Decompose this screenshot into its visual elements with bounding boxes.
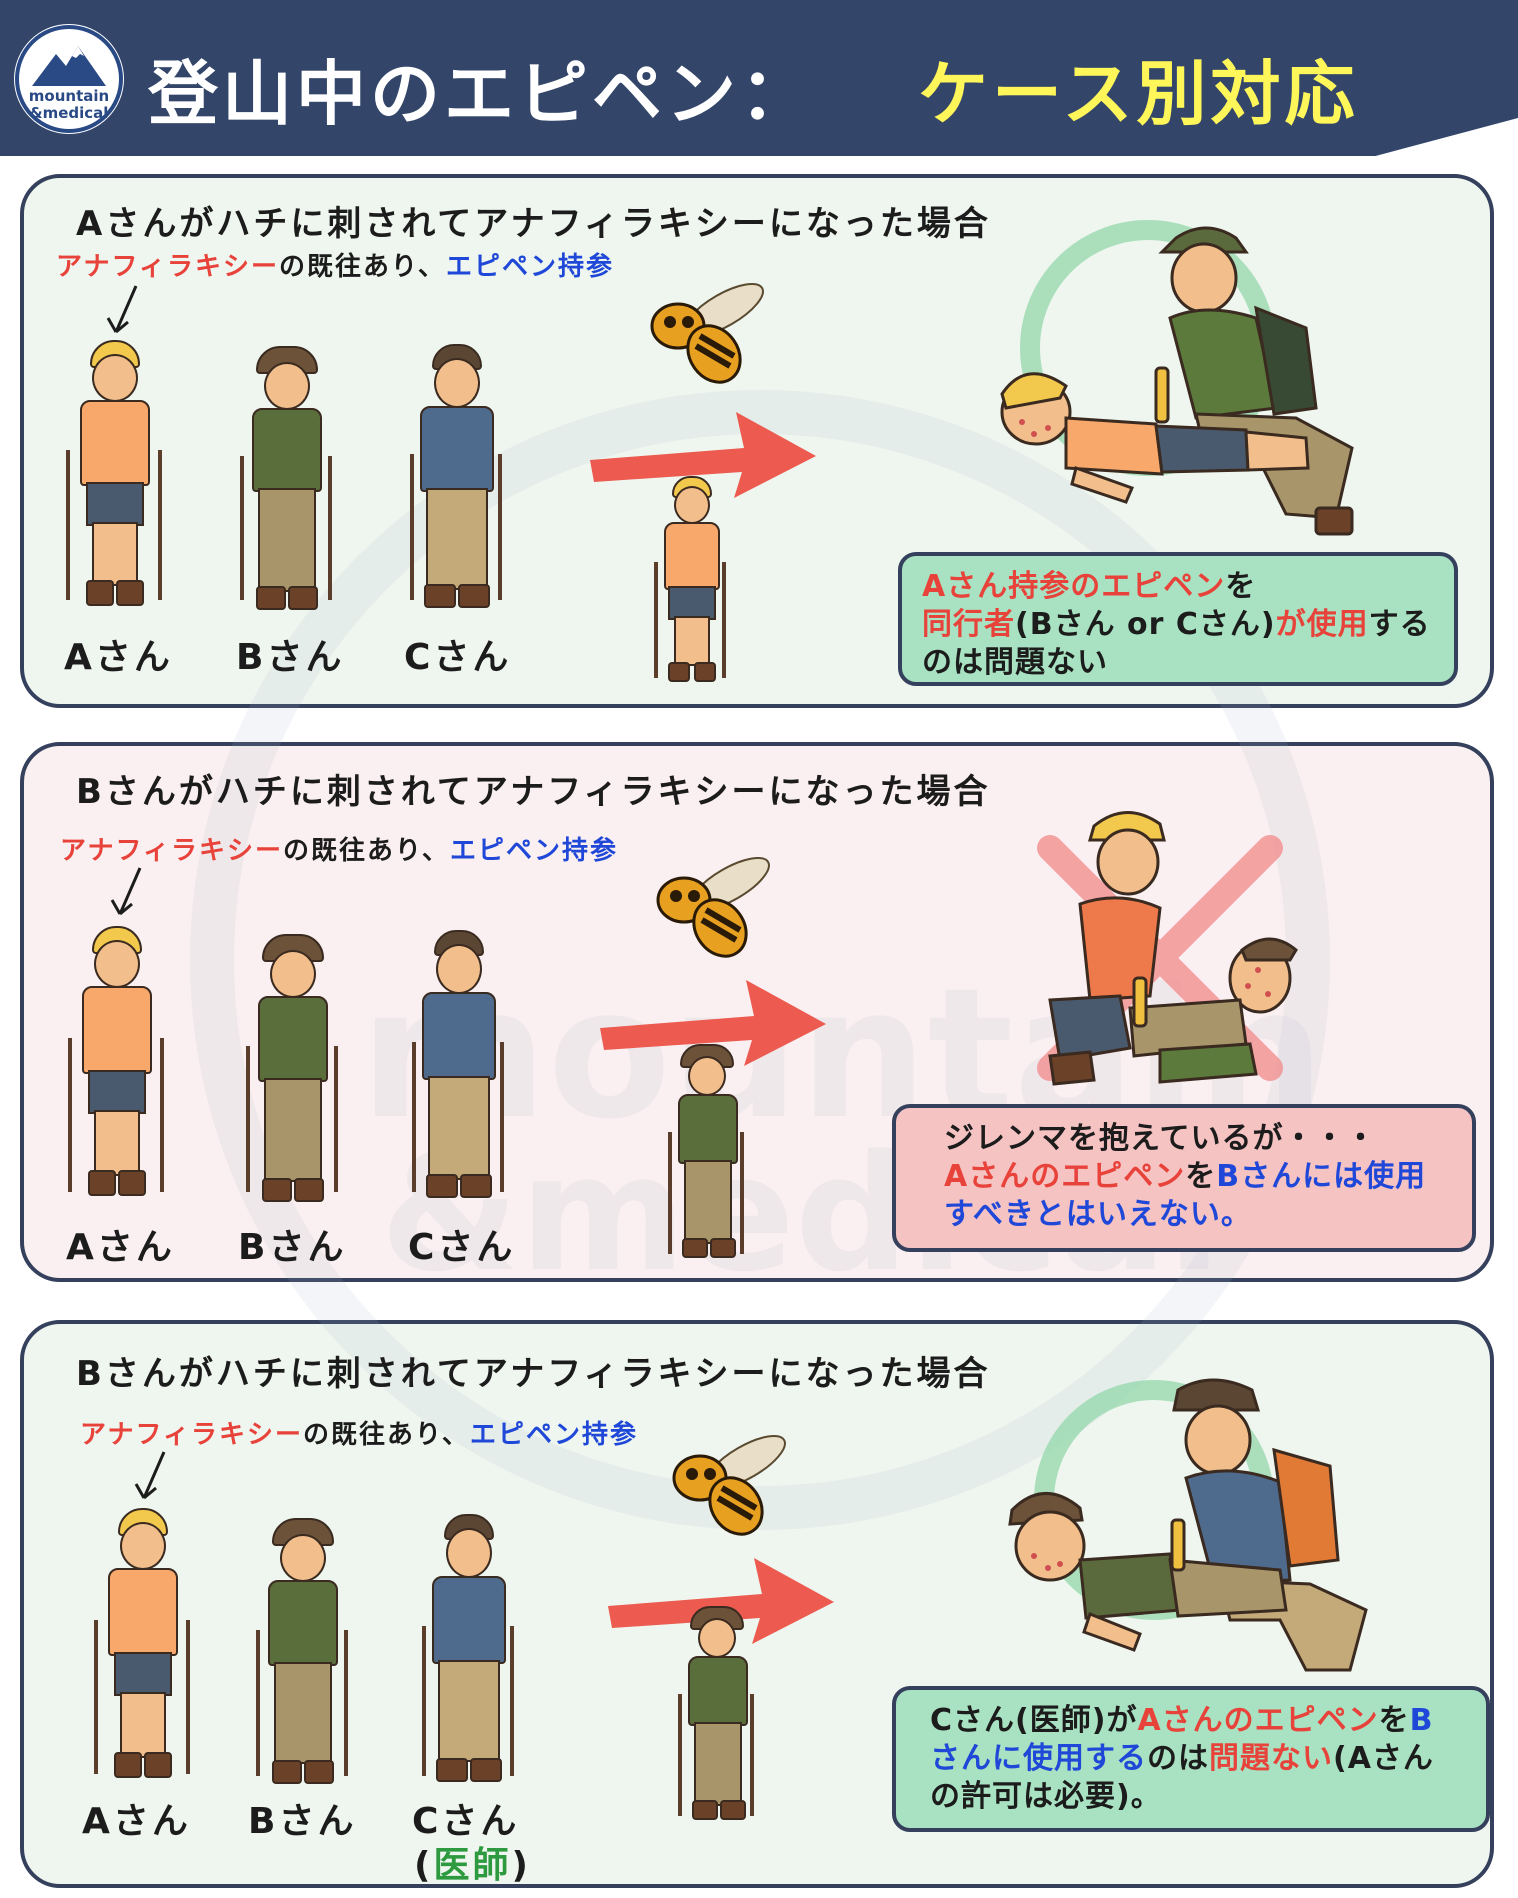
case-1-label-c: Cさん — [404, 637, 512, 678]
hornet-icon — [672, 1435, 786, 1536]
case-1-history: アナフィラキシーの既往あり、エピペン持参 — [56, 246, 614, 283]
case-1-callout-wo: を — [1225, 569, 1257, 604]
stung-hiker-a — [650, 476, 730, 682]
pointer-arrow-icon — [106, 285, 138, 334]
case-1-callout: Aさん持参のエピペンを 同行者(Bさん or Cさん)が使用する のは問題ない — [898, 552, 1458, 686]
pointer-arrow-icon — [134, 1451, 166, 1500]
case-3-callout-no-problem: 問題ない — [1209, 1741, 1333, 1776]
header-corner-cut — [1368, 118, 1518, 158]
case-3-history-anaphylaxis: アナフィラキシー — [80, 1420, 303, 1450]
case-2-history-epipen: エピペン持参 — [449, 836, 618, 866]
case-1-callout-use: が使用 — [1275, 607, 1369, 642]
case-2-callout-use: Bさんには使用 — [1216, 1159, 1427, 1194]
stung-hiker-b — [664, 1044, 748, 1258]
hiker-a — [60, 926, 172, 1202]
case-1-label-b: Bさん — [236, 637, 345, 678]
hornet-icon — [650, 283, 764, 384]
case-2-history-anaphylaxis: アナフィラキシー — [60, 836, 283, 866]
page-subtitle: ケース別対応 — [918, 53, 1359, 135]
case-1-heading: Aさんがハチに刺されてアナフィラキシーになった場合 — [76, 204, 991, 244]
case-2-history: アナフィラキシーの既往あり、エピペン持参 — [60, 830, 618, 867]
arrow-icon — [590, 412, 816, 498]
case-2-callout-dilemma: ジレンマを抱えているが・・・ — [944, 1121, 1377, 1156]
case-3-callout-noha: のは — [1147, 1741, 1209, 1776]
stung-hiker-b — [674, 1606, 758, 1820]
case-1-label-a: Aさん — [64, 637, 173, 678]
case-2-callout-wo: を — [1185, 1159, 1217, 1194]
case-3-callout-epipen: Aさんのエピペン — [1137, 1703, 1379, 1738]
header-bar: mountain &medical 登山中のエピペン： ケース別対応 — [0, 0, 1518, 156]
epipen-icon — [1132, 976, 1148, 1028]
mountain-logo-icon: mountain &medical — [14, 24, 124, 134]
case-2-callout-conclusion: すべきとはいえない。 — [944, 1197, 1252, 1232]
case-3-history-mid: の既往あり、 — [302, 1420, 470, 1450]
case-3-scene-illustration — [1008, 1378, 1368, 1672]
case-3-callout-a: (Aさん — [1333, 1741, 1434, 1776]
hiker-c-doctor — [414, 1514, 522, 1784]
case-3-label-b: Bさん — [248, 1801, 357, 1842]
case-1-scene-illustration — [1000, 220, 1354, 536]
epipen-icon — [1154, 366, 1170, 424]
case-1-callout-bc: (Bさん or Cさん) — [1015, 607, 1276, 642]
case-1-callout-companion: 同行者 — [922, 607, 1015, 642]
hiker-c — [402, 344, 510, 610]
mountain-logo-graphic — [15, 25, 123, 133]
case-3-label-a: Aさん — [82, 1801, 191, 1842]
case-3-doctor-label: (医師) — [414, 1845, 531, 1886]
case-3-callout-permission: の許可は必要)。 — [930, 1779, 1162, 1814]
hiker-a — [58, 340, 170, 610]
case-1-callout-conclusion: のは問題ない — [922, 645, 1108, 680]
logo-text-line1: mountain — [28, 87, 110, 105]
case-1-callout-suru: する — [1368, 607, 1431, 642]
case-3-callout: Cさん(医師)がAさんのエピペンをB さんに使用するのは問題ない(Aさん の許可… — [892, 1686, 1490, 1832]
case-2-heading: Bさんがハチに刺されてアナフィラキシーになった場合 — [76, 772, 991, 812]
case-2-callout: ジレンマを抱えているが・・・ AさんのエピペンをBさんには使用 すべきとはいえな… — [892, 1104, 1476, 1252]
case-1-history-epipen: エピペン持参 — [445, 252, 614, 282]
hiker-c — [404, 930, 512, 1202]
case-3-callout-doctor: Cさん(医師)が — [930, 1703, 1138, 1738]
case-3-label-c: Cさん — [412, 1801, 520, 1842]
hiker-a — [86, 1508, 198, 1784]
case-1-callout-epipen: Aさん持参のエピペン — [922, 569, 1226, 604]
case-1-history-mid: の既往あり、 — [278, 252, 446, 282]
case-3-history: アナフィラキシーの既往あり、エピペン持参 — [80, 1414, 638, 1451]
case-3-heading: Bさんがハチに刺されてアナフィラキシーになった場合 — [76, 1354, 991, 1394]
case-3-callout-wo: を — [1378, 1703, 1410, 1738]
hiker-b — [248, 1518, 356, 1784]
epipen-icon — [1170, 1518, 1186, 1572]
pointer-arrow-icon — [110, 867, 142, 916]
hiker-b — [232, 346, 340, 610]
case-2-history-mid: の既往あり、 — [282, 836, 450, 866]
case-1-history-anaphylaxis: アナフィラキシー — [56, 252, 279, 282]
hornet-icon — [656, 857, 770, 958]
page-title: 登山中のエピペン： — [148, 53, 814, 135]
case-2-scene-illustration — [1037, 811, 1298, 1086]
case-2-label-a: Aさん — [66, 1227, 175, 1268]
case-3-doctor-text: 医師 — [433, 1845, 512, 1886]
case-3-history-epipen: エピペン持参 — [469, 1420, 638, 1450]
arrow-icon — [600, 980, 826, 1066]
arrow-icon — [608, 1558, 834, 1644]
logo-text-line2: &medical — [29, 104, 109, 122]
case-2-callout-epipen: Aさんのエピペン — [944, 1159, 1186, 1194]
case-2-label-c: Cさん — [408, 1227, 516, 1268]
case-3-callout-use: さんに使用する — [930, 1741, 1147, 1776]
case-3-callout-b: B — [1409, 1703, 1434, 1738]
hiker-b — [238, 934, 346, 1202]
case-2-label-b: Bさん — [238, 1227, 347, 1268]
